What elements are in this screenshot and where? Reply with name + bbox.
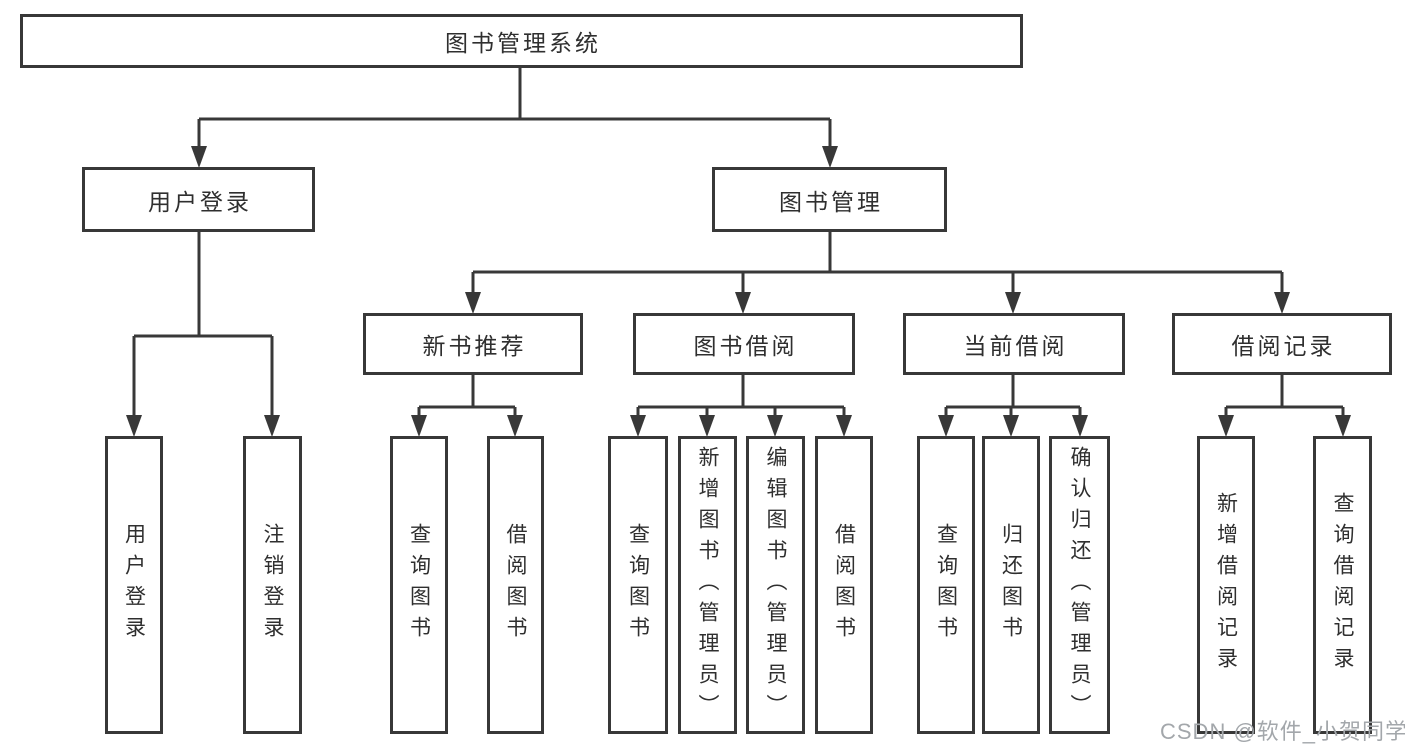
leaf-user-login-label: 用户登录: [122, 523, 146, 647]
node-new-book-recommend: 新书推荐: [363, 313, 583, 375]
leaf-query-books-borrowing: 查询图书: [608, 436, 668, 734]
leaf-query-books-current-label: 查询图书: [934, 523, 958, 647]
leaf-query-borrow-record-label: 查询借阅记录: [1331, 492, 1354, 678]
leaf-return-books: 归还图书: [982, 436, 1040, 734]
leaf-logout-label: 注销登录: [261, 523, 284, 647]
node-user-login-label: 用户登录: [148, 188, 252, 215]
leaf-confirm-return-admin-label: 确认归还（管理员）: [1068, 445, 1091, 725]
arrowheads: [126, 146, 1351, 437]
node-borrowing-records: 借阅记录: [1172, 313, 1392, 375]
node-book-borrowing: 图书借阅: [633, 313, 855, 375]
leaf-logout: 注销登录: [243, 436, 302, 734]
leaf-borrow-books-borrowing-label: 借阅图书: [832, 523, 856, 647]
node-current-borrowing-label: 当前借阅: [963, 333, 1068, 359]
leaf-user-login: 用户登录: [105, 436, 163, 734]
leaf-query-books-current: 查询图书: [917, 436, 975, 734]
leaf-query-books-recommend-label: 查询图书: [407, 523, 431, 647]
leaf-add-borrow-record-label: 新增借阅记录: [1214, 492, 1238, 678]
leaf-return-books-label: 归还图书: [999, 523, 1023, 647]
leaf-edit-books-admin-label: 编辑图书（管理员）: [764, 445, 787, 725]
node-new-book-recommend-label: 新书推荐: [422, 333, 527, 359]
leaf-query-books-borrowing-label: 查询图书: [626, 523, 650, 647]
leaf-edit-books-admin: 编辑图书（管理员）: [746, 436, 805, 734]
leaf-borrow-books-borrowing: 借阅图书: [815, 436, 873, 734]
leaf-query-books-recommend: 查询图书: [390, 436, 448, 734]
csdn-watermark: CSDN @软件_小贺同学: [1160, 719, 1405, 744]
leaf-borrow-books-recommend-label: 借阅图书: [504, 523, 527, 647]
node-current-borrowing: 当前借阅: [903, 313, 1125, 375]
node-book-borrowing-label: 图书借阅: [693, 333, 798, 359]
node-root-label: 图书管理系统: [445, 30, 601, 56]
leaf-query-borrow-record: 查询借阅记录: [1313, 436, 1372, 734]
node-borrowing-records-label: 借阅记录: [1231, 333, 1336, 359]
leaf-add-borrow-record: 新增借阅记录: [1197, 436, 1255, 734]
leaf-add-books-admin-label: 新增图书（管理员）: [696, 445, 719, 725]
leaf-confirm-return-admin: 确认归还（管理员）: [1049, 436, 1110, 734]
node-book-management: 图书管理: [712, 167, 947, 232]
leaf-add-books-admin: 新增图书（管理员）: [678, 436, 737, 734]
node-user-login: 用户登录: [82, 167, 315, 232]
node-book-management-label: 图书管理: [779, 188, 883, 215]
node-root-library-system: 图书管理系统: [20, 14, 1023, 68]
leaf-borrow-books-recommend: 借阅图书: [487, 436, 544, 734]
